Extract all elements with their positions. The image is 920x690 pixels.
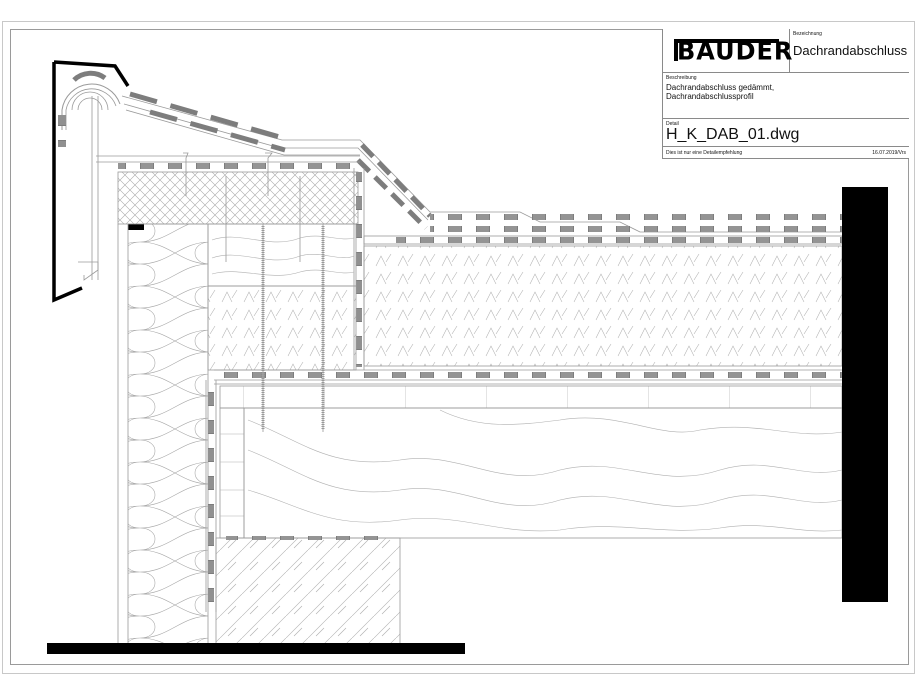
description-label: Beschreibung [666,75,697,81]
coping-profile [52,62,83,303]
description-line2: Dachrandabschlussprofil [666,92,754,101]
logo-text: BAUDER [677,36,794,66]
title-block: BAUDER Bezeichnung Dachrandabschluss Bes… [662,29,909,159]
right-solid-bar [842,187,888,602]
bottom-solid-bar [47,643,465,654]
designation-label: Bezeichnung [793,31,822,37]
bauder-logo: BAUDER [663,29,794,73]
date-author: 16.07.2019/Vrs [872,150,906,156]
detail-filename: H_K_DAB_01.dwg [666,126,800,143]
sheet-inner-border [10,29,909,665]
designation-value: Dachrandabschluss [793,43,908,58]
disclaimer: Dies ist nur eine Detailempfehlung [666,150,743,156]
sheet-outer-border [2,21,915,674]
detail-label: Detail [666,121,679,127]
description-line1: Dachrandabschluss gedämmt, [666,83,775,92]
